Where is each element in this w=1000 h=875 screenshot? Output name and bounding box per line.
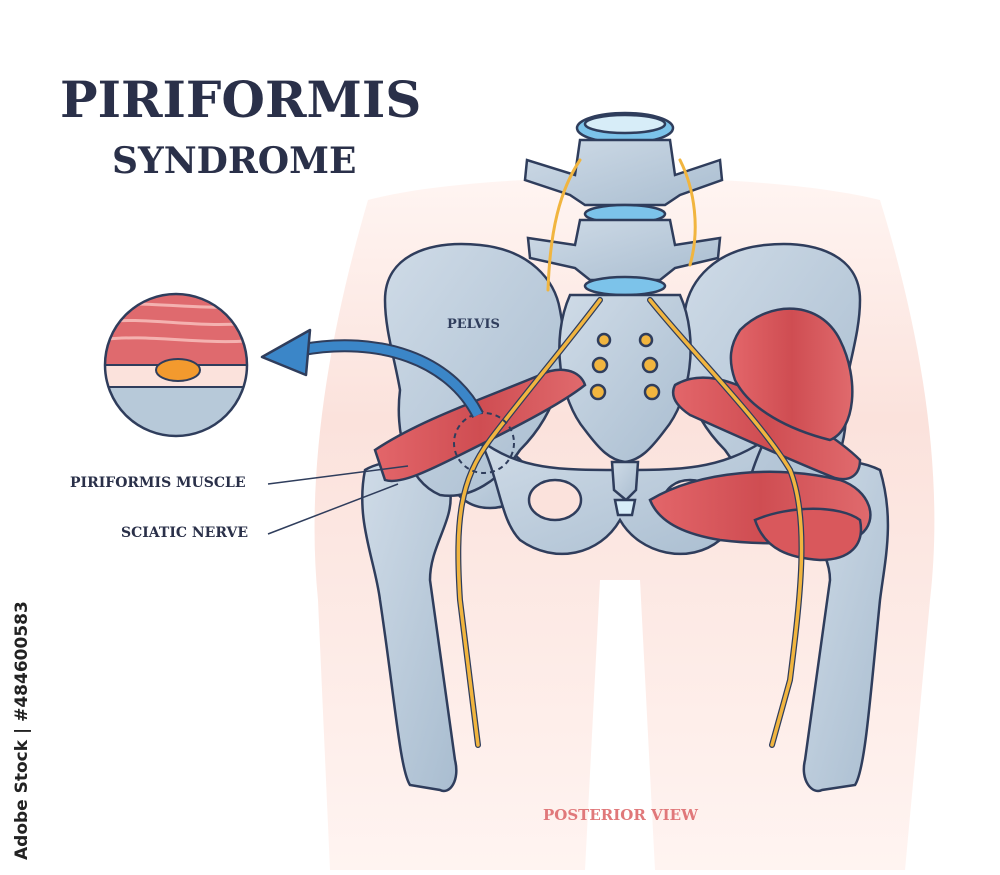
- compressed-nerve-icon: [155, 358, 201, 382]
- leader-lines: [267, 465, 409, 535]
- page-title: PIRIFORMIS: [60, 70, 422, 129]
- sciatic-nerve: [455, 158, 805, 748]
- magnified-cross-section: [103, 292, 249, 438]
- piriformis-muscle-label: PIRIFORMIS MUSCLE: [70, 475, 246, 491]
- left-piriformis-muscle: [373, 368, 587, 483]
- magnify-arrow: [260, 328, 484, 419]
- sacrum: [558, 293, 692, 517]
- right-gluteal-muscles: [648, 307, 872, 562]
- compression-area: [453, 412, 515, 474]
- stock-id-text: Adobe Stock | #484600583: [12, 601, 32, 860]
- sciatic-nerve-label: SCIATIC NERVE: [121, 525, 249, 541]
- stock-watermark: Adobe Stock | #484600583: [8, 601, 38, 860]
- view-label: POSTERIOR VIEW: [543, 806, 698, 824]
- lumbar-vertebrae: [523, 111, 724, 297]
- page-subtitle: SYNDROME: [112, 140, 357, 182]
- pelvis-label: PELVIS: [447, 317, 500, 332]
